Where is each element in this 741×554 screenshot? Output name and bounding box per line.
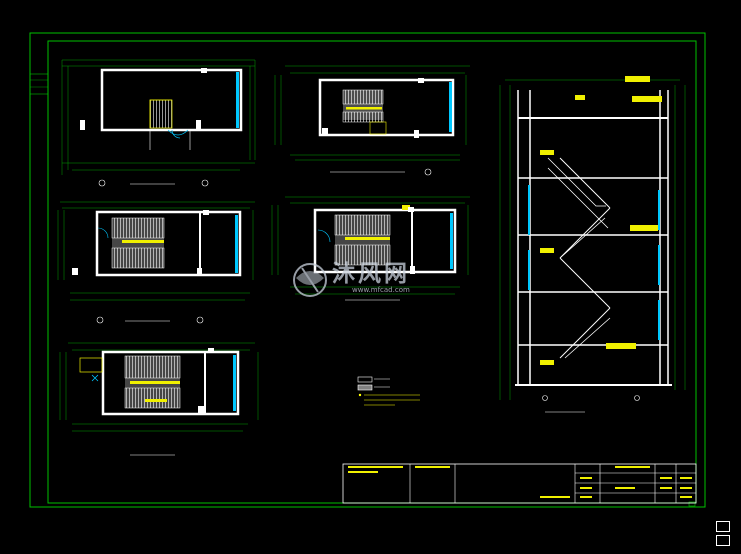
mfcad-logo-icon bbox=[293, 263, 327, 297]
plan-ground-floor bbox=[61, 59, 256, 187]
title-block bbox=[342, 463, 697, 504]
plan-typical-floor-b bbox=[57, 201, 255, 324]
corner-marker-bottom bbox=[716, 535, 730, 546]
plan-typical-floor-c bbox=[271, 196, 470, 301]
watermark-url: www.mfcad.com bbox=[352, 286, 410, 294]
corner-marker-top bbox=[716, 521, 730, 532]
legend-notes bbox=[357, 376, 420, 406]
section-a-a bbox=[499, 76, 686, 413]
plan-typical-floor-a bbox=[274, 65, 470, 176]
plan-top-floor bbox=[59, 342, 259, 456]
watermark-logo-text: 沐风网 bbox=[332, 261, 410, 287]
watermark: 沐风网 www.mfcad.com bbox=[293, 261, 410, 297]
